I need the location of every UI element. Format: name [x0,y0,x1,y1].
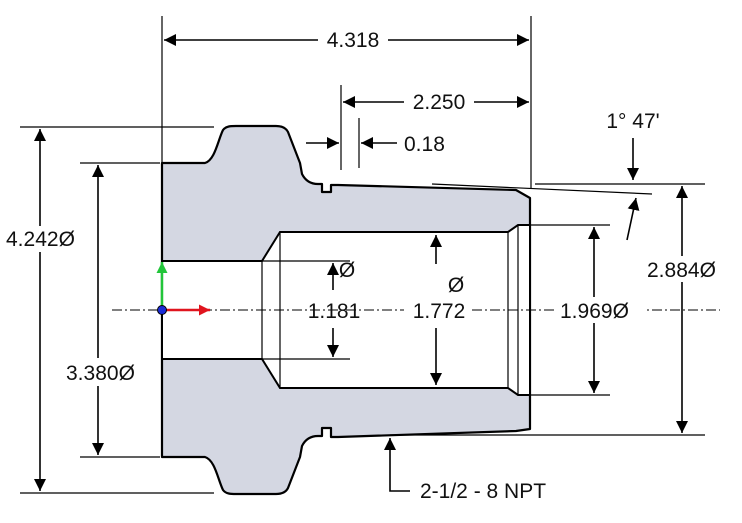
dim-bore-large: 1.969Ø [560,300,629,323]
dim-bore-mid: 1.772 [413,300,466,323]
dim-taper-angle: 1° 47' [606,110,659,133]
dim-hub-diameter: 3.380Ø [66,362,135,385]
dim-bore-length: 2.250 [413,91,466,114]
coordinate-axes-icon [156,262,210,316]
dim-overall-length: 4.318 [327,29,380,52]
thread-callout: 2-1/2 - 8 NPT [420,480,546,503]
leader-thread-callout [384,438,410,492]
dim-bore-small-symbol: Ø [339,259,355,282]
dim-flange-diameter: 4.242Ø [6,228,75,251]
dim-line-taper-bottom [626,197,640,241]
dim-groove-width: 0.18 [404,133,445,156]
dim-bore-mid-symbol: Ø [448,274,464,297]
dim-thread-diameter: 2.884Ø [647,259,716,282]
extension-lines [20,16,705,494]
dim-bore-small: 1.181 [308,300,361,323]
